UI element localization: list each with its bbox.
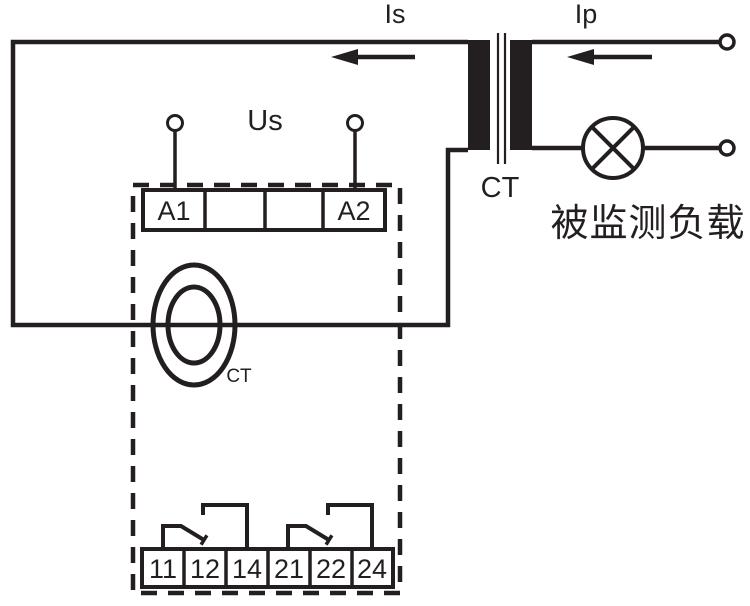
us-voltage-label: Us [247,105,282,137]
primary-terminal-bottom-circle [718,139,736,157]
monitored-load-label: 被监测负载 [550,203,745,245]
relay-contact-2-icon [286,503,374,549]
terminal-24-label: 24 [357,554,387,584]
relay-enclosure-dashed-box [130,182,403,596]
us-terminal-a1-circle [166,114,184,132]
primary-terminal-top-circle [718,33,736,51]
is-current-label: Is [384,0,405,29]
terminal-11-label: 11 [149,554,177,584]
ct-winding-right [510,40,532,150]
terminal-12-label: 12 [190,554,220,584]
load-lamp-icon [581,116,645,180]
relay-terminal-block: 11 12 14 21 22 24 [140,547,395,589]
ct-core-lines [496,33,507,164]
secondary-loop-wire [10,39,468,328]
terminal-a1-label: A1 [157,196,190,226]
terminal-21-label: 21 [274,554,304,584]
ct-coil-icon [150,262,238,388]
relay-contact-1-icon [161,503,249,549]
is-arrow-icon [331,49,415,65]
terminal-a2-label: A2 [337,196,370,226]
ip-arrow-icon [567,49,652,65]
ip-current-label: Ip [575,0,598,29]
ct-winding-left [468,40,490,150]
ct-coil-label: CT [226,366,252,387]
terminal-14-label: 14 [232,554,262,584]
terminal-22-label: 22 [316,554,346,584]
us-supply-leads [166,114,364,190]
us-terminal-a2-circle [346,114,364,132]
ct-transformer-label: CT [481,172,520,204]
power-terminal-block: A1 A2 [141,188,387,232]
ct-transformer-icon [468,33,532,164]
